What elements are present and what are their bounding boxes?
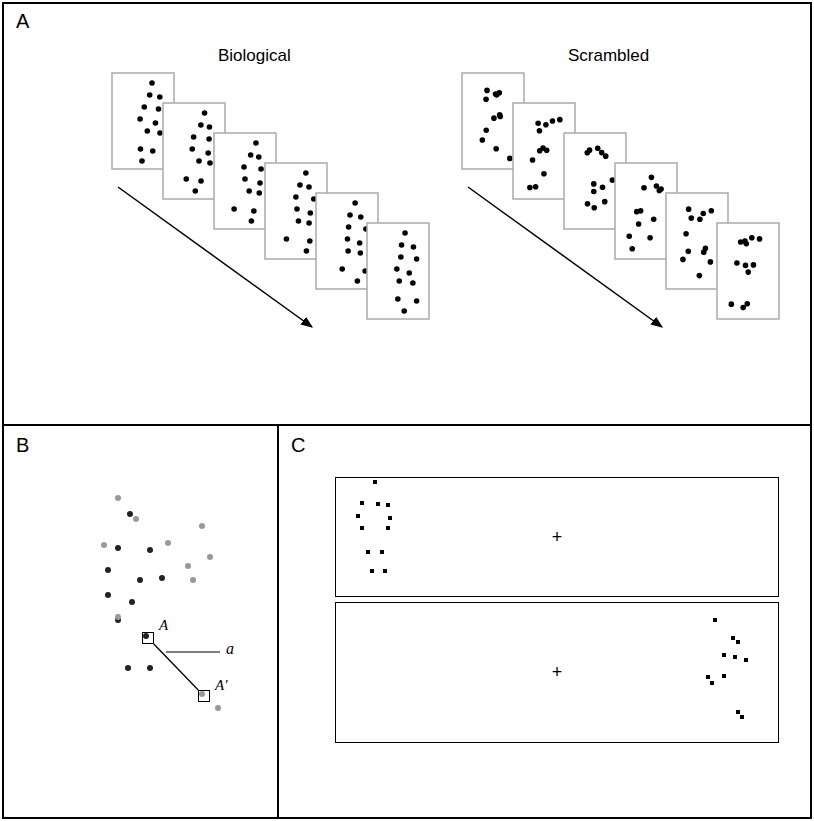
point-light-dots [101,495,221,711]
panel: B A A' [2,424,279,819]
point-marker: A [142,632,154,644]
time-arrow [468,187,662,327]
fixation-cross: + [552,662,563,683]
leader-line [166,651,220,652]
stimulus-frame [717,223,779,319]
point-light-dots [356,480,748,719]
condition-label: Biological [218,46,291,66]
distance-label: a [224,640,236,658]
panel-label: A [159,617,168,634]
panel: A [2,2,812,426]
fixation-cross: + [552,527,563,548]
point-marker: A' [198,690,210,702]
panel-label: A [16,10,29,33]
panel-label: A' [215,677,227,694]
time-arrow [118,187,312,327]
stimulus-frame [367,223,429,319]
display-frame: + [335,602,779,743]
stimulus-frames [112,73,779,319]
panel-label: B [16,434,29,457]
panel-label: C [291,434,305,457]
distance-line [154,644,198,690]
display-frame: + [335,477,779,597]
condition-label: Scrambled [568,46,649,66]
panel: C + + [277,424,812,819]
